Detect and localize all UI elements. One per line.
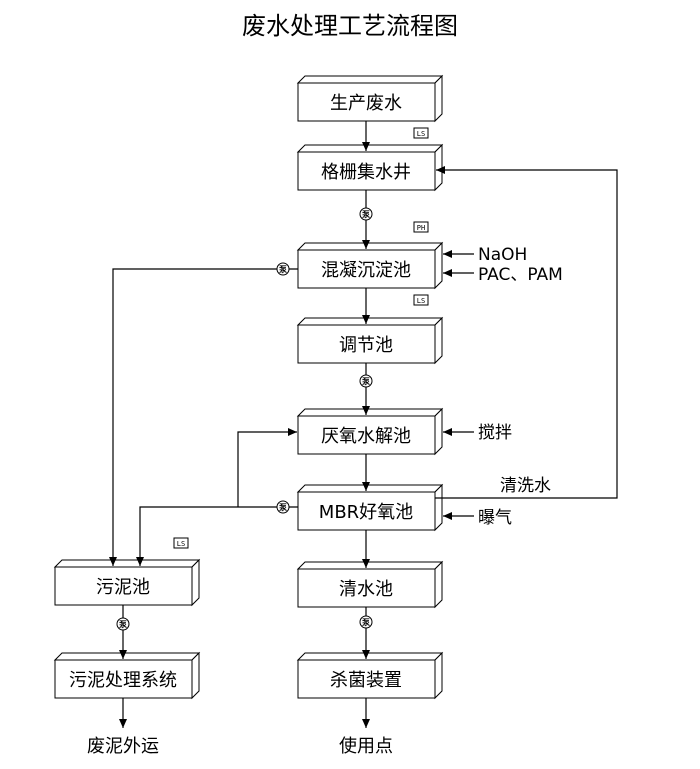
box-sludge-tank-label: 污泥池 <box>96 577 150 598</box>
pump-icon: 泵 <box>359 374 373 388</box>
ph-meter-icon: PH <box>413 221 429 233</box>
svg-text:LS: LS <box>417 297 425 305</box>
box-mbr-tank: MBR好氧池 <box>296 483 444 532</box>
level-switch-icon: LS <box>413 127 429 139</box>
svg-text:LS: LS <box>177 540 185 548</box>
box-sludge-system-label: 污泥处理系统 <box>69 670 177 691</box>
box-coagulation-tank: 混凝沉淀池 <box>296 241 444 290</box>
box-hydrolysis-tank-label: 厌氧水解池 <box>321 426 411 447</box>
box-coagulation-tank-label: 混凝沉淀池 <box>321 260 411 281</box>
use-point-label: 使用点 <box>339 736 393 757</box>
box-hydrolysis-tank: 厌氧水解池 <box>296 407 444 456</box>
pump-icon: 泵 <box>276 262 290 276</box>
diagram-title: 废水处理工艺流程图 <box>242 12 458 40</box>
svg-text:PH: PH <box>417 224 425 232</box>
line-mbr-sludge-to-sludge-tank <box>136 506 298 566</box>
svg-text:泵: 泵 <box>362 377 370 386</box>
naoh-label: NaOH <box>478 245 527 265</box>
aeration-label: 曝气 <box>478 508 512 528</box>
svg-text:LS: LS <box>417 130 425 138</box>
pump-icon: 泵 <box>359 207 373 221</box>
sludge-out-label: 废泥外运 <box>87 736 159 757</box>
box-sludge-system: 污泥处理系统 <box>53 651 201 700</box>
svg-text:泵: 泵 <box>119 620 127 629</box>
box-equalization-tank-label: 调节池 <box>339 335 393 356</box>
box-grid-well-label: 格栅集水井 <box>321 162 411 183</box>
box-equalization-tank: 调节池 <box>296 316 444 365</box>
box-raw-wastewater-label: 生产废水 <box>330 93 402 114</box>
line-coag-sludge-to-sludge-tank <box>109 268 298 566</box>
svg-text:泵: 泵 <box>279 503 287 512</box>
svg-text:泵: 泵 <box>279 265 287 274</box>
wash-water-label: 清洗水 <box>500 476 551 496</box>
line-wash-water-return <box>435 166 618 499</box>
box-mbr-tank-label: MBR好氧池 <box>319 502 413 523</box>
svg-text:泵: 泵 <box>362 618 370 627</box>
box-disinfection-device: 杀菌装置 <box>296 651 444 700</box>
box-clear-water-tank-label: 清水池 <box>339 579 393 600</box>
level-switch-icon: LS <box>413 294 429 306</box>
box-raw-wastewater: 生产废水 <box>296 74 444 123</box>
pump-icon: 泵 <box>276 500 290 514</box>
box-disinfection-device-label: 杀菌装置 <box>330 670 402 691</box>
svg-text:泵: 泵 <box>362 210 370 219</box>
box-clear-water-tank: 清水池 <box>296 560 444 609</box>
stirring-label: 搅拌 <box>478 423 512 443</box>
level-switch-icon: LS <box>173 537 189 549</box>
box-sludge-tank: 污泥池 <box>53 558 201 607</box>
line-mbr-return-to-hydrolysis <box>237 428 297 507</box>
pump-icon: 泵 <box>116 617 130 631</box>
box-grid-well: 格栅集水井 <box>296 143 444 192</box>
pac-pam-label: PAC、PAM <box>478 265 563 285</box>
pump-icon: 泵 <box>359 615 373 629</box>
